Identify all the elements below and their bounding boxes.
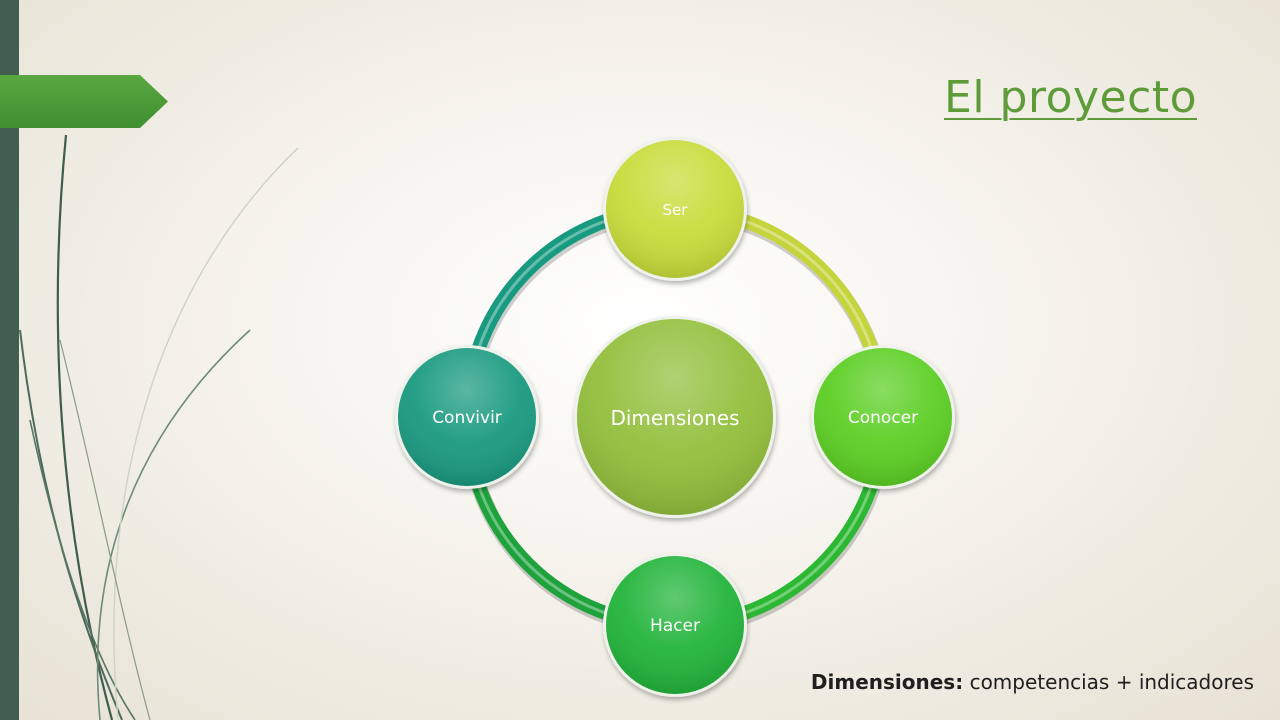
decorative-grass-lines	[19, 134, 299, 720]
node-shine-hacer	[606, 556, 744, 694]
node-shine-ser	[606, 140, 744, 278]
title-tab-arrow	[0, 75, 168, 128]
caption-label: Dimensiones:	[810, 670, 964, 694]
center-node-group: Dimensiones	[574, 316, 776, 518]
node-label-hacer: Hacer	[650, 616, 700, 636]
node-hacer: Hacer	[603, 553, 747, 697]
node-ser: Ser	[603, 137, 747, 281]
caption-text: competencias + indicadores	[963, 670, 1254, 694]
node-shine-convivir	[398, 348, 536, 486]
center-node-label: Dimensiones	[610, 406, 739, 430]
node-label-conocer: Conocer	[848, 408, 918, 428]
slide-caption: Dimensiones: competencias + indicadores	[811, 670, 1254, 694]
node-shine-conocer	[814, 348, 952, 486]
slide-title[interactable]: El proyecto	[944, 72, 1197, 123]
node-label-ser: Ser	[663, 201, 689, 219]
left-accent-bar	[0, 0, 19, 720]
node-convivir: Convivir	[395, 345, 539, 489]
node-conocer: Conocer	[811, 345, 955, 489]
center-node-shine	[577, 319, 773, 515]
node-label-convivir: Convivir	[432, 408, 502, 428]
